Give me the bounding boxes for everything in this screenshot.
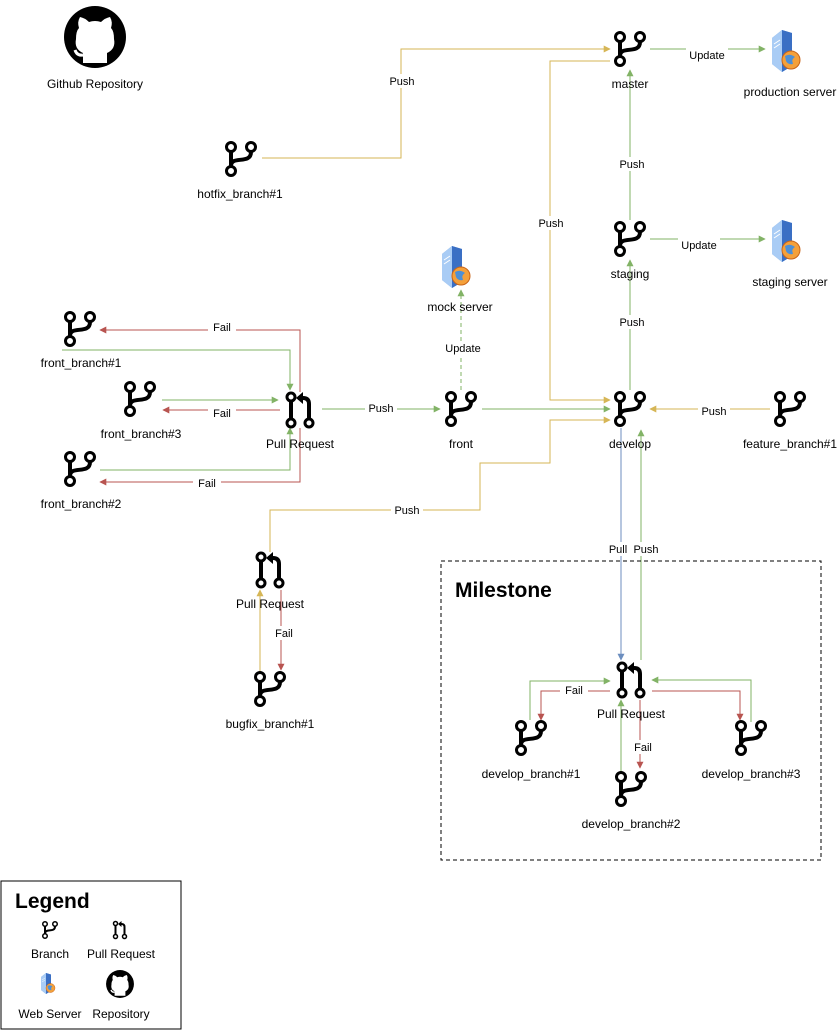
- branch-label-hotfix: hotfix_branch#1: [197, 187, 283, 201]
- branch-label-front2: front_branch#2: [41, 497, 122, 511]
- edge-labels: Push Update Push Push Update Push Update…: [193, 48, 730, 754]
- branch-label-develop: develop: [609, 437, 651, 451]
- branch-icon-develop[interactable]: [613, 390, 647, 428]
- edge-label-pull: Pull: [609, 544, 627, 556]
- legend: Legend Branch Pull Request Web Server Re…: [0, 880, 182, 1030]
- edge-label-fail: Fail: [213, 408, 231, 420]
- server-icon-production[interactable]: [771, 29, 801, 73]
- server-label-production: production server: [744, 85, 837, 99]
- edge-label-update: Update: [445, 343, 480, 355]
- branch-icon-develop1[interactable]: [514, 719, 548, 757]
- branch-icon-staging[interactable]: [613, 220, 647, 258]
- repository-label: Github Repository: [47, 77, 143, 91]
- edge-label-fail: Fail: [198, 478, 216, 490]
- branch-label-develop1: develop_branch#1: [482, 767, 581, 781]
- github-repository-icon[interactable]: [62, 4, 128, 70]
- edge-front2-to-frontpr: [100, 427, 294, 471]
- branch-label-staging: staging: [611, 267, 650, 281]
- pull-request-icon-front[interactable]: [285, 390, 315, 429]
- legend-repository-label: Repository: [92, 1007, 149, 1021]
- edge-label-push: Push: [701, 406, 726, 418]
- edge-label-fail: Fail: [275, 628, 293, 640]
- pull-request-icon-bugfix[interactable]: [255, 550, 285, 589]
- legend-repository-icon: [105, 969, 135, 999]
- edge-master-to-develop: [549, 60, 611, 404]
- legend-web-server-label: Web Server: [18, 1007, 81, 1021]
- branch-label-front3: front_branch#3: [101, 427, 182, 441]
- edge-label-fail: Fail: [565, 685, 583, 697]
- edge-label-push: Push: [619, 159, 644, 171]
- edge-dev1-to-milestonepr: [529, 677, 611, 720]
- branch-icon-develop2[interactable]: [614, 770, 648, 808]
- branch-icon-front2[interactable]: [63, 450, 97, 488]
- edge-dev3-to-milestonepr: [651, 676, 752, 722]
- legend-title: Legend: [15, 890, 90, 913]
- branch-label-bugfix: bugfix_branch#1: [226, 717, 315, 731]
- branch-icon-front3[interactable]: [123, 380, 157, 418]
- server-icon-mock[interactable]: [441, 245, 471, 289]
- edge-label-push: Push: [389, 76, 414, 88]
- branch-label-develop3: develop_branch#3: [702, 767, 801, 781]
- pull-request-label-front: Pull Request: [266, 437, 335, 451]
- edge-hotfix-to-master: [262, 45, 611, 159]
- edge-label-push: Push: [619, 317, 644, 329]
- edge-label-fail: Fail: [213, 322, 231, 334]
- pull-request-icon-milestone[interactable]: [616, 660, 646, 699]
- pull-request-label-bugfix: Pull Request: [236, 597, 305, 611]
- edge-label-push: Push: [538, 218, 563, 230]
- branch-label-develop2: develop_branch#2: [582, 817, 681, 831]
- branch-icon-develop3[interactable]: [734, 719, 768, 757]
- milestone-box: [440, 560, 822, 861]
- branch-label-feature: feature_branch#1: [743, 437, 837, 451]
- edge-label-push: Push: [633, 544, 658, 556]
- server-icon-staging[interactable]: [771, 219, 801, 263]
- branch-icon-front1[interactable]: [63, 310, 97, 348]
- legend-pull-request-label: Pull Request: [87, 947, 156, 961]
- branch-label-front1: front_branch#1: [41, 356, 122, 370]
- edge-label-push: Push: [368, 403, 393, 415]
- branch-icon-bugfix[interactable]: [253, 670, 287, 708]
- edge-label-update: Update: [681, 240, 716, 252]
- branch-label-front: front: [449, 437, 474, 451]
- branch-icon-front[interactable]: [444, 390, 478, 428]
- branch-icon-master[interactable]: [613, 30, 647, 68]
- server-label-mock: mock server: [427, 300, 492, 314]
- branch-icon-feature[interactable]: [773, 390, 807, 428]
- server-label-staging: staging server: [752, 275, 827, 289]
- edge-label-fail: Fail: [634, 742, 652, 754]
- legend-branch-label: Branch: [31, 947, 69, 961]
- milestone-title: Milestone: [455, 579, 552, 602]
- edge-label-push: Push: [394, 505, 419, 517]
- edge-bugfixpr-to-develop: [269, 416, 611, 552]
- edge-front1-to-frontpr: [62, 349, 294, 391]
- branch-label-master: master: [612, 77, 649, 91]
- edge-frontpr-fail-front2: [99, 428, 301, 486]
- edge-milestonepr-fail-dev3: [652, 690, 744, 721]
- edge-label-update: Update: [689, 50, 724, 62]
- pull-request-label-milestone: Pull Request: [597, 707, 666, 721]
- edge-frontpr-fail-front1: [99, 326, 301, 392]
- branch-icon-hotfix[interactable]: [224, 140, 258, 178]
